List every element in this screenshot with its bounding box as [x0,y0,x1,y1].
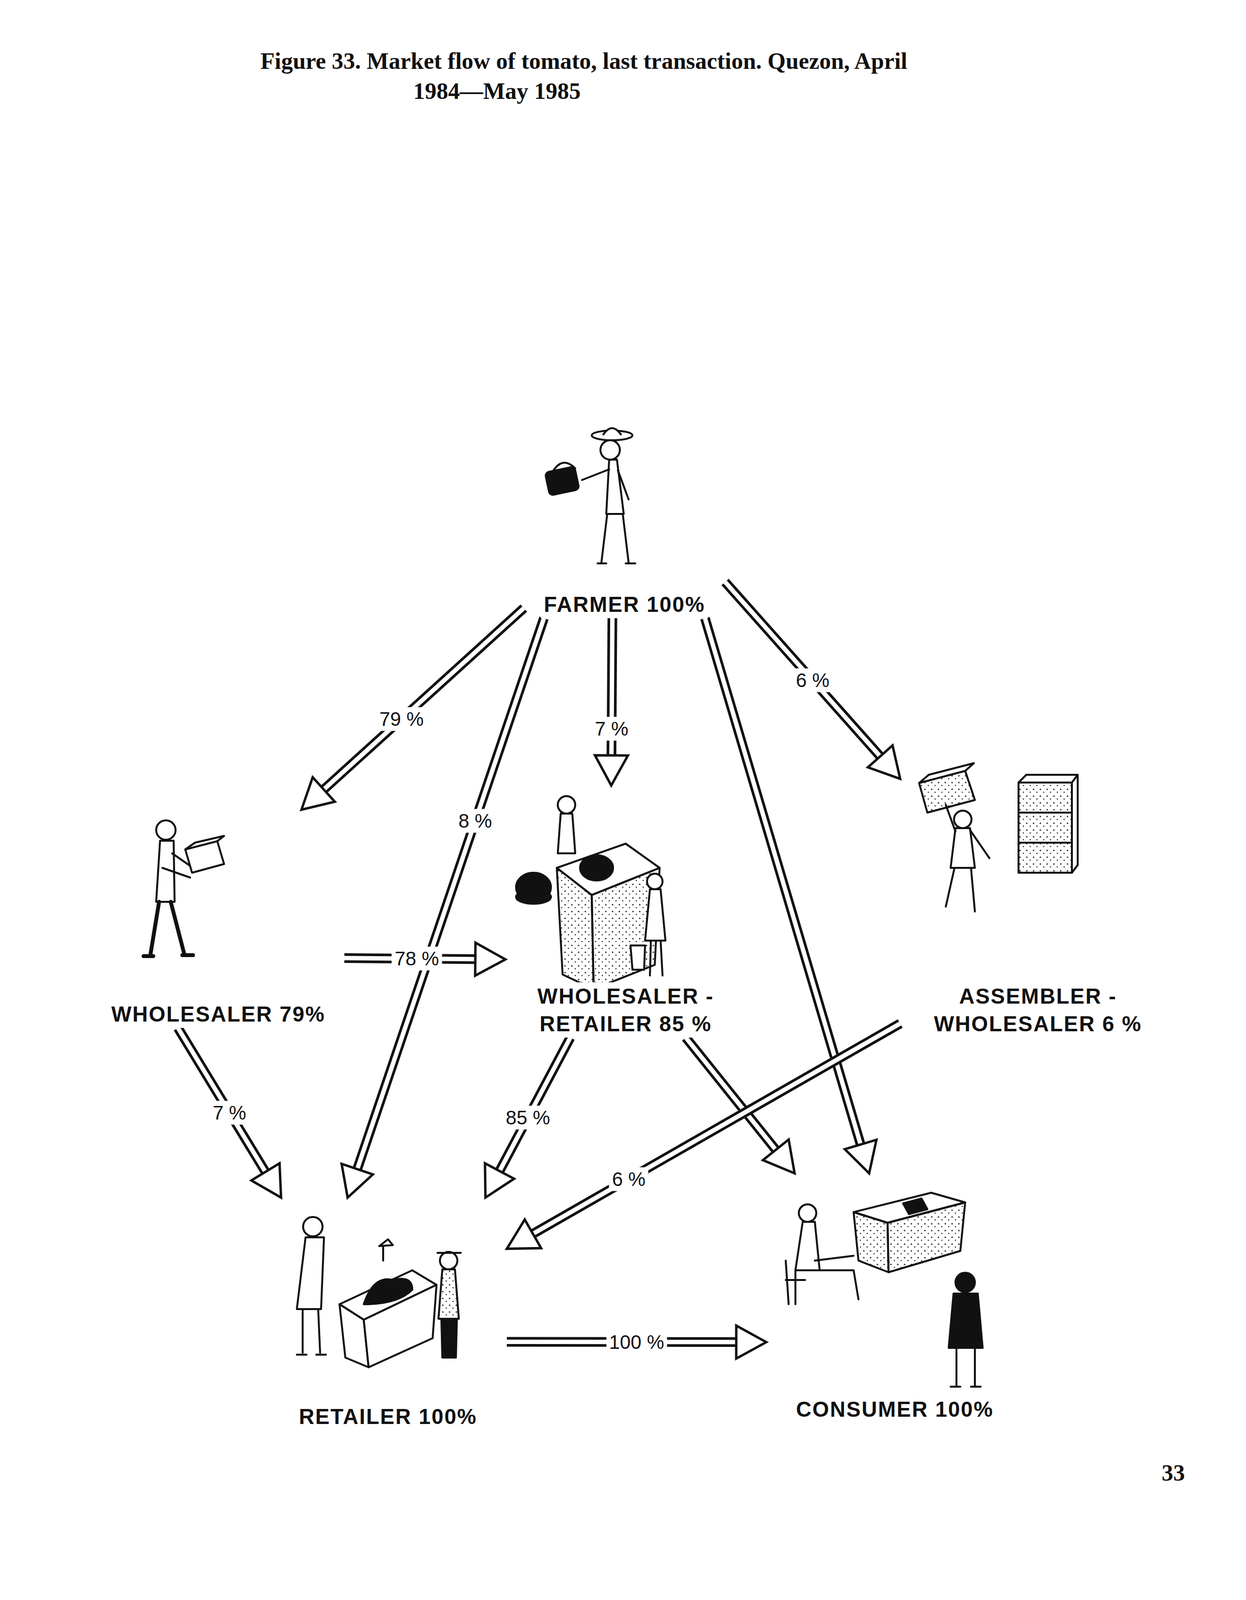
arrow-band-inner [356,618,545,1173]
arrow-head [301,777,336,810]
actor-label: ASSEMBLER - WHOLESALER 6 % [904,982,1172,1038]
arrow-head [341,1164,373,1198]
arrow-head [251,1163,281,1198]
page-number: 33 [1161,1459,1185,1487]
flow-arrow [178,1028,282,1198]
market-actor: WHOLESALER 79% [92,809,345,1029]
actor-label: CONSUMER 100% [792,1395,997,1424]
arrow-head [844,1140,877,1174]
arrow-band-inner [725,582,883,759]
arrow-band-inner [498,1037,571,1175]
arrow-band [530,1023,901,1236]
market-actor: CONSUMER 100% [766,1173,1024,1424]
flow-share: 7 % [210,1101,250,1126]
figure-title: Figure 33. Market flow of tomato, last t… [260,46,947,107]
arrow-head [475,942,506,976]
arrow-band [178,1028,268,1175]
flow-arrow [725,582,901,779]
flow-arrow [485,1037,571,1198]
arrow-head [867,745,901,779]
arrow-head [736,1326,767,1360]
arrow-head [762,1139,795,1174]
arrow-band-inner [705,618,862,1148]
arrow-head [485,1163,515,1198]
consumer-figure [785,1193,983,1388]
assembler-figure [919,763,1078,912]
arrow-head [595,755,629,786]
flow-share: 6 % [792,668,833,693]
flow-arrow [685,1037,795,1174]
actor-label: RETAILER 100% [295,1403,481,1431]
flow-arrow [506,1023,901,1250]
flow-share: 6 % [609,1167,649,1192]
arrow-head [506,1219,542,1249]
arrow-band [725,582,883,759]
arrow-band-inner [530,1023,901,1236]
farmer-figure [545,428,636,564]
flow-share: 79 % [376,707,427,731]
market-actor: ASSEMBLER - WHOLESALER 6 % [900,756,1176,1038]
flow-arrow [506,1326,767,1360]
arrow-band-inner [178,1028,268,1175]
arrow-band [498,1037,571,1175]
retailer-figure [296,1217,461,1368]
flow-share: 100 % [606,1330,667,1355]
flow-arrow [344,942,506,976]
market-actor: WHOLESALER - RETAILER 85 % [505,785,746,1038]
flow-share: 85 % [502,1106,553,1131]
market-actor: FARMER 100% [523,417,726,619]
flow-share: 7 % [592,716,632,741]
wholesaler-figure [143,820,225,957]
flow-arrow [595,618,629,786]
actor-label: WHOLESALER - RETAILER 85 % [508,982,743,1038]
arrow-band [705,618,862,1148]
market-actor: RETAILER 100% [269,1197,507,1431]
actor-label: WHOLESALER 79% [108,1000,328,1029]
arrow-band [356,618,545,1173]
flow-share: 78 % [391,947,442,971]
flow-share: 8 % [455,809,495,834]
stall-figure [516,796,666,990]
actor-label: FARMER 100% [540,590,709,619]
